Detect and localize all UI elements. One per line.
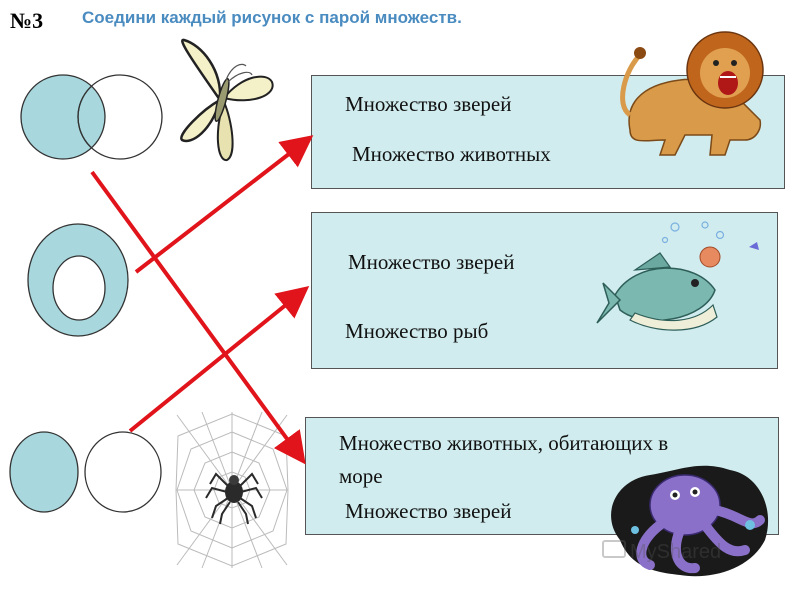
task-title: Соедини каждый рисунок с парой множеств.: [82, 8, 462, 27]
venn3-left: [9, 431, 79, 513]
octopus-icon: [611, 465, 769, 577]
task-number: №3: [10, 8, 44, 33]
box3-label-1a: Множество животных, обитающих в: [339, 431, 669, 455]
spider-icon: [205, 472, 263, 525]
connection-arrows[interactable]: [90, 135, 314, 465]
box2-label-2: Множество рыб: [345, 319, 489, 343]
venn-overlapping[interactable]: [20, 74, 163, 160]
box3-label-1b: море: [339, 464, 383, 488]
lion-icon: [620, 31, 764, 156]
box2-label-1: Множество зверей: [348, 250, 515, 274]
venn1-left-circle: [20, 74, 106, 160]
butterfly-icon: [180, 38, 274, 161]
arrow-to-box-2: [128, 285, 310, 433]
fish-icon: [596, 221, 759, 331]
venn2-inner: [52, 255, 106, 321]
venn-disjoint[interactable]: [9, 431, 162, 513]
box1-label-1: Множество зверей: [345, 92, 512, 116]
arrow-to-box-1: [134, 135, 314, 274]
box1-label-2: Множество животных: [352, 142, 551, 166]
venn-nested[interactable]: [27, 223, 129, 337]
box3-label-2: Множество зверей: [345, 499, 512, 523]
arrow-to-box-3: [90, 170, 306, 465]
watermark: MyShared: [602, 540, 721, 563]
venn3-right: [84, 431, 162, 513]
svg-text:MyShared: MyShared: [630, 541, 721, 563]
